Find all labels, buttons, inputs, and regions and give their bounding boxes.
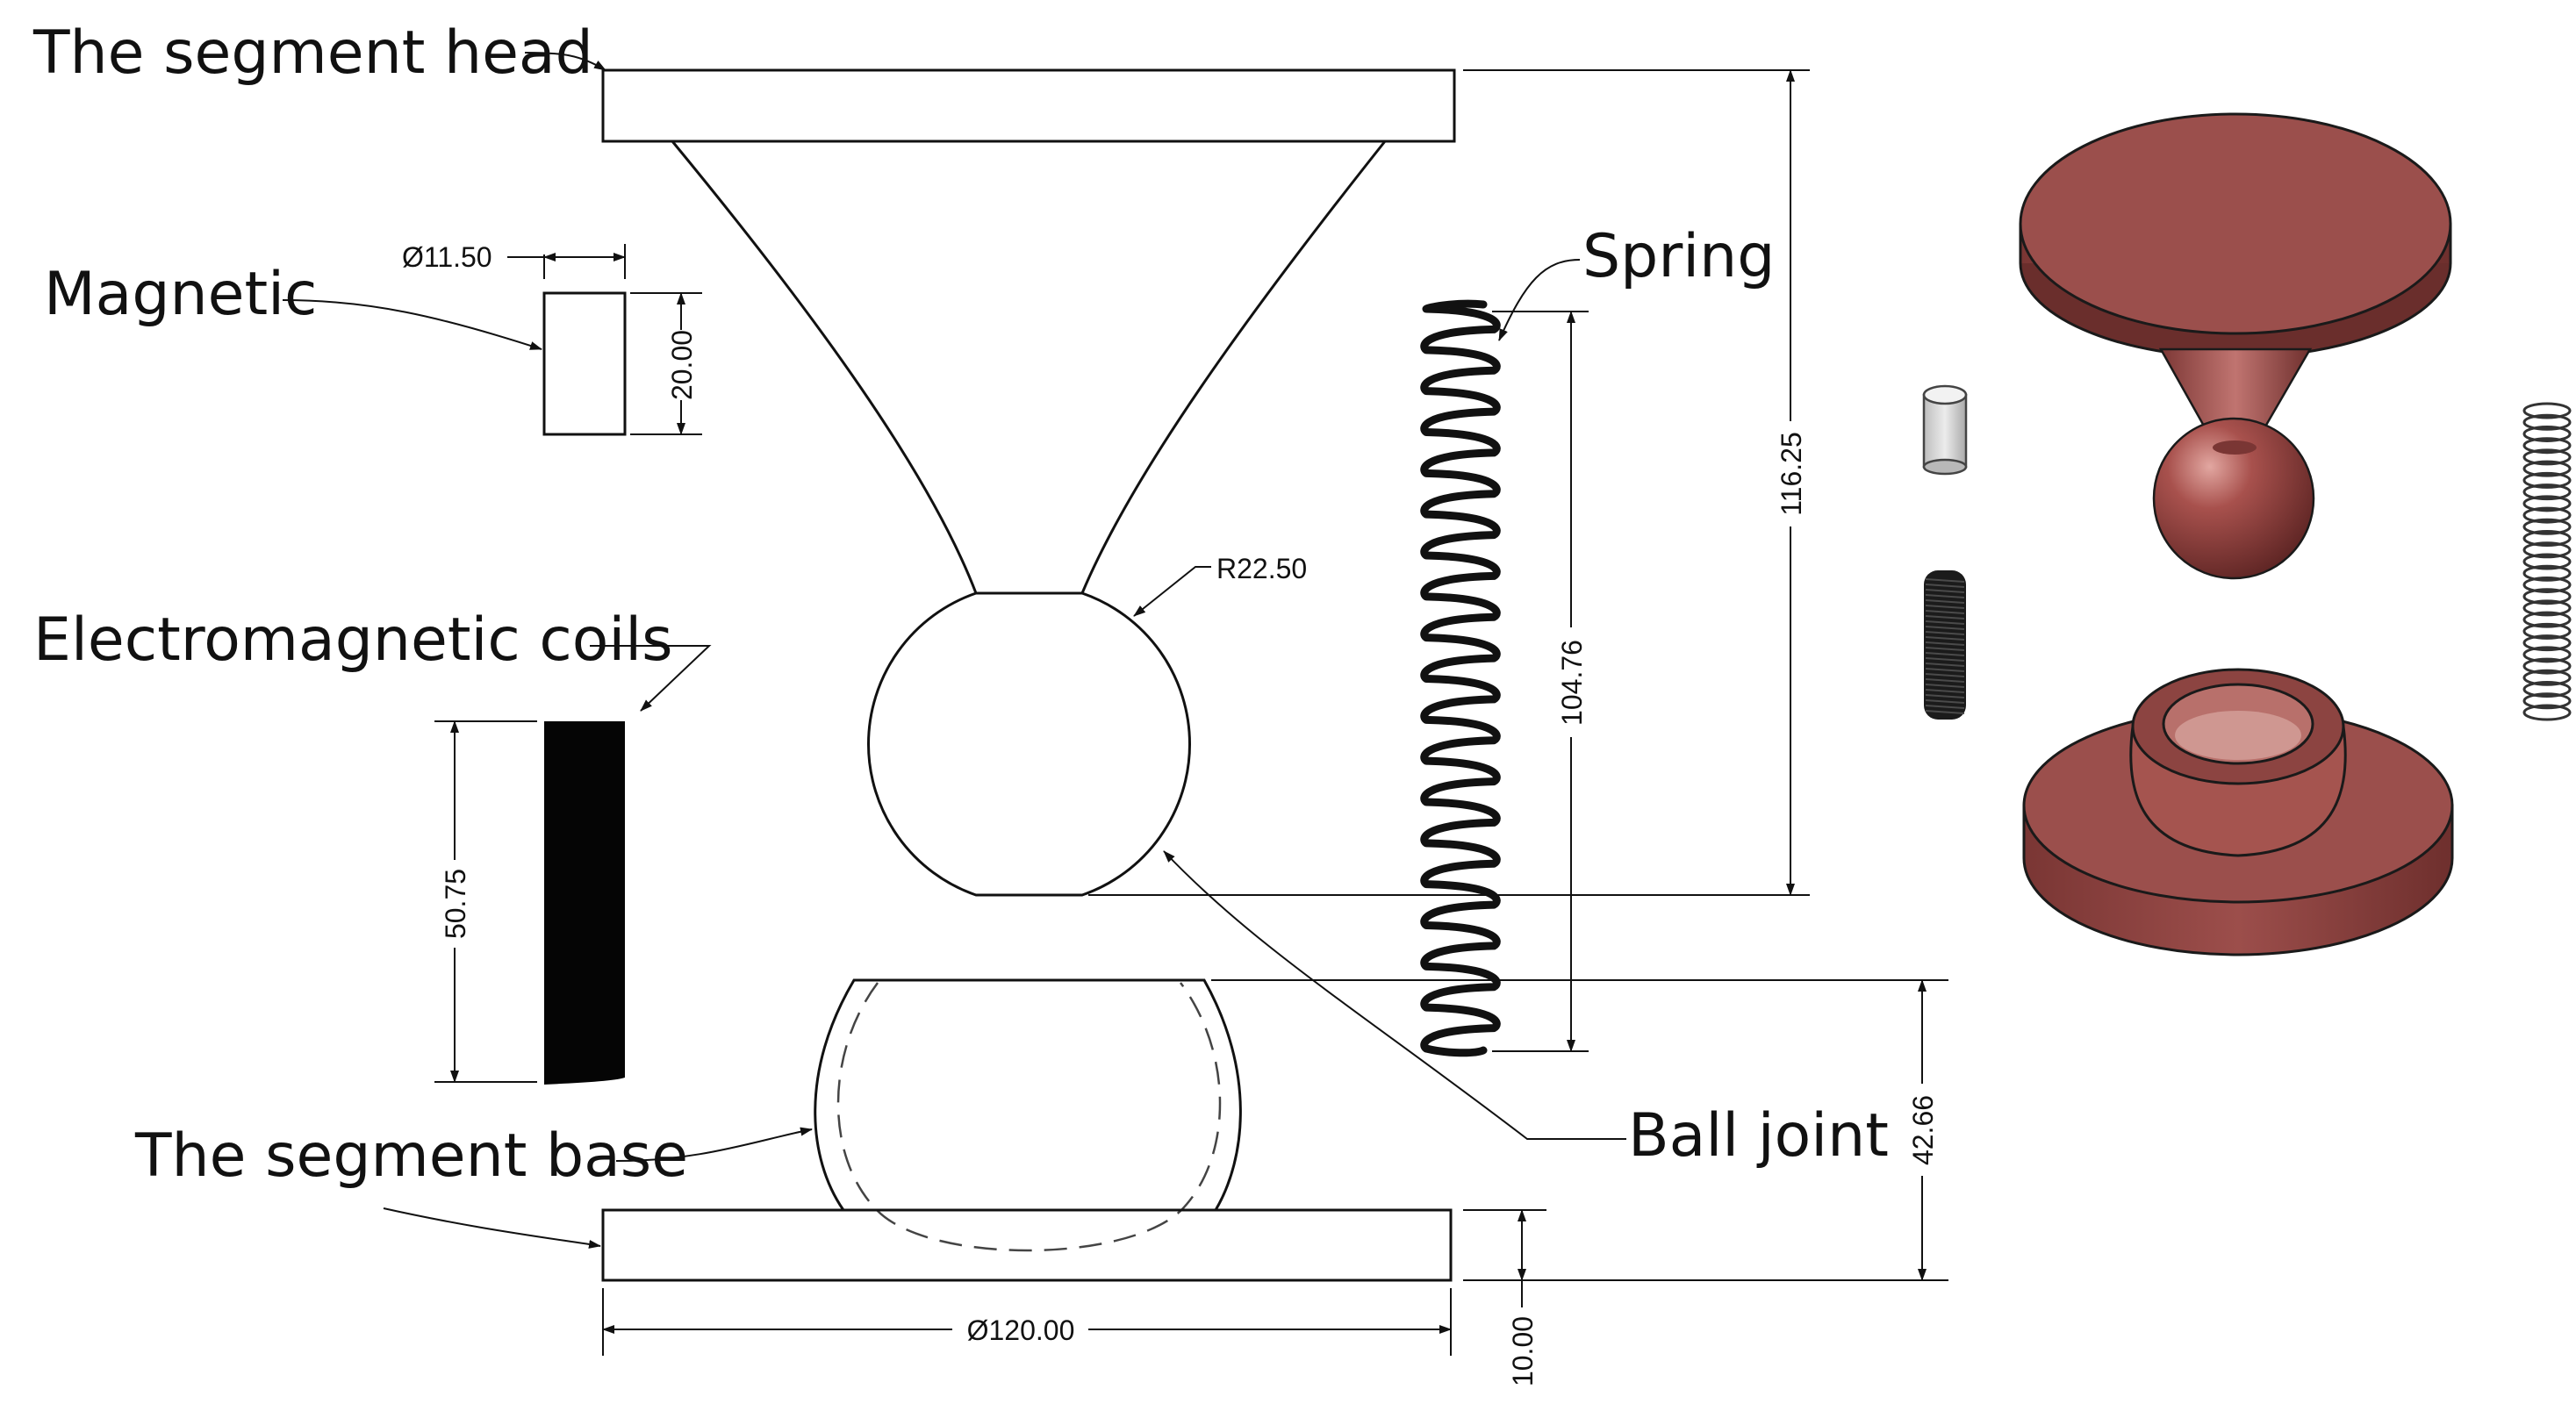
electromagnetic-coil-drawing [544,721,625,1085]
render-magnet [1922,384,1968,476]
spring-drawing [1420,299,1501,1057]
render-segment-head [2019,112,2452,580]
render-electromagnetic-coil [1924,570,1966,720]
base-cup-outline [814,978,1242,1212]
render-segment-base [2022,668,2454,956]
ball-radius-dim: R22.50 [1216,553,1307,584]
base-thickness-dim: 10.00 [1507,1316,1539,1386]
render-spring [2522,402,2572,721]
segment-head-drawing [601,68,1456,897]
magnet-diameter-dim: Ø11.50 [402,241,492,273]
segment-head-flare-left [671,140,978,594]
base-cup-hidden-sphere [836,982,1222,1252]
callout-leaders [282,52,1626,1249]
coil-height-dim: 50.75 [440,869,471,939]
segment-head-label: The segment head [32,18,593,88]
magnetic-label: Magnetic [44,260,317,329]
ball-joint-label: Ball joint [1628,1101,1889,1171]
base-diameter-dim: Ø120.00 [967,1314,1075,1346]
spring-label: Spring [1582,222,1775,291]
segment-base-label: The segment base [134,1121,688,1191]
segment-head-plate [601,68,1456,143]
base-cup-height-dim: 42.66 [1907,1095,1939,1165]
segment-base-drawing [601,978,1453,1282]
magnet-height-dim: 20.00 [666,330,698,400]
ball-truncated-sphere [867,591,1191,897]
magnet-drawing [542,291,627,436]
electromagnetic-coils-label: Electromagnetic coils [33,605,673,675]
spring-length-dim: 104.76 [1556,640,1588,726]
head-to-ball-height-dim: 116.25 [1776,432,1807,516]
segment-head-flare-right [1080,140,1387,594]
dimension-lines [434,69,1948,1356]
segment-base-plate [601,1208,1453,1282]
